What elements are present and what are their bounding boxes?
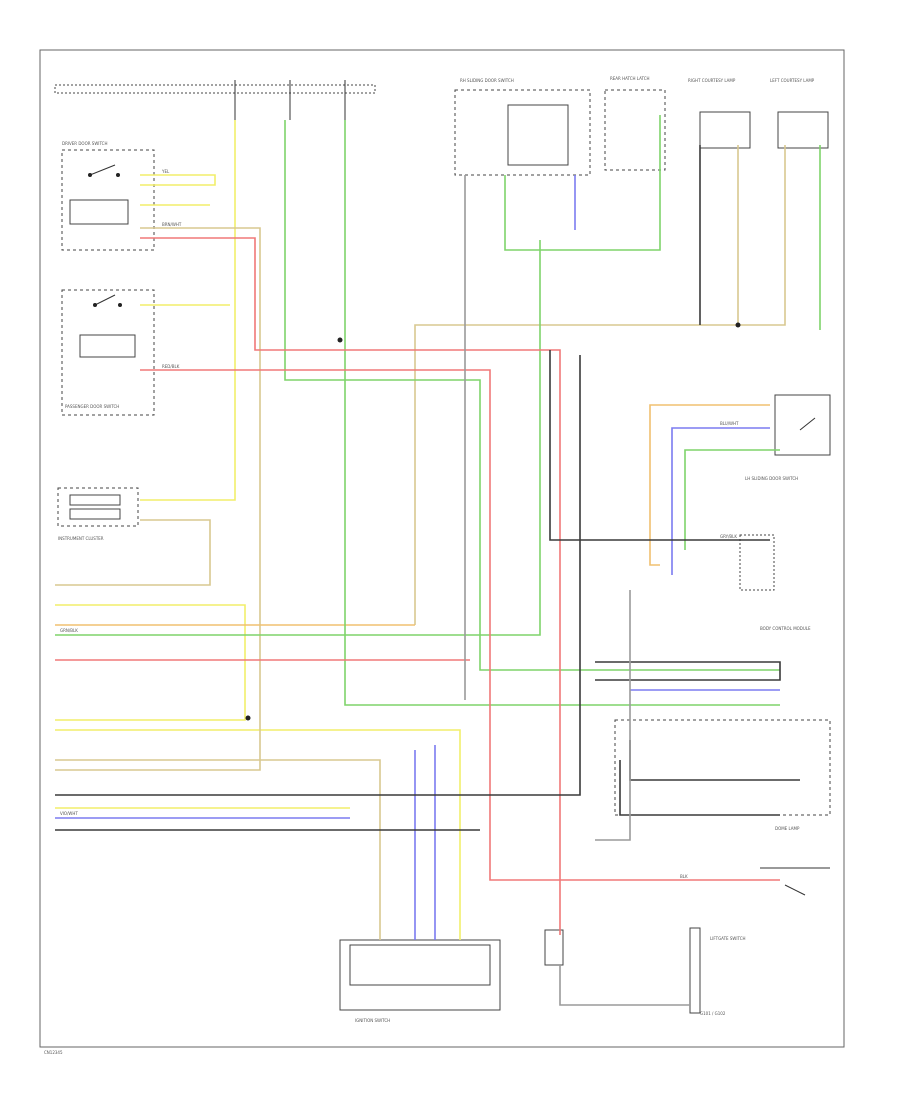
wire-tan-1 (55, 519, 211, 586)
label-dome-lamp: DOME LAMP (775, 826, 800, 831)
label-left-lamp: LEFT COURTESY LAMP (770, 78, 815, 83)
label-liftgate: LIFTGATE SWITCH (710, 936, 746, 941)
instrument-cluster-connector (57, 487, 139, 527)
wire-red-2 (140, 369, 780, 881)
label-rear-hatch: REAR HATCH LATCH (610, 76, 650, 81)
wire-yellow-3 (140, 120, 236, 501)
label-instrument-cluster: INSTRUMENT CLUSTER (58, 536, 104, 541)
wire-green-1 (284, 120, 780, 671)
wire-gray-2 (595, 590, 631, 841)
wire-dark-2 (595, 661, 781, 681)
wire-label-yel: YEL (161, 169, 170, 174)
splice-3 (735, 322, 741, 328)
wire-dark-5 (629, 740, 800, 781)
diagram-frame (39, 49, 845, 1048)
wire-green-3 (504, 115, 661, 251)
ground-connector (544, 927, 701, 1014)
wire-label-blk: BLK (680, 874, 688, 879)
wire-label-red-blk: RED/BLK (162, 364, 180, 369)
fuse-block-top (54, 80, 376, 120)
wire-green-2 (55, 240, 541, 636)
wire-gray-3 (559, 965, 690, 1006)
bottom-center-module (339, 939, 501, 1011)
label-driver-door-switch: DRIVER DOOR SWITCH (62, 141, 107, 146)
wire-label-grn-blk: GRN/BLK (60, 628, 78, 633)
splice-1 (337, 337, 343, 343)
footer-code: CN12345 (44, 1050, 63, 1055)
wire-label-gry-blk: GRY/BLK (720, 534, 737, 539)
label-right-lamp: RIGHT COURTESY LAMP (688, 78, 736, 83)
driver-door-switch (61, 149, 155, 251)
label-sliding-door-rh: RH SLIDING DOOR SWITCH (460, 78, 514, 83)
liftgate-switch (760, 867, 830, 896)
bcm-connector (739, 534, 775, 591)
wire-dark-6 (619, 760, 780, 816)
label-grounds: G101 / G102 (700, 1011, 726, 1016)
passenger-door-switch (61, 289, 155, 416)
wire-red-1 (140, 237, 561, 935)
wire-blue-4 (671, 427, 770, 575)
wire-dark-1 (549, 350, 770, 541)
wire-label-brn-wht: BRN/WHT (162, 222, 182, 227)
dome-lamp-module (614, 719, 831, 816)
label-ignition: IGNITION SWITCH (355, 1018, 390, 1023)
wire-dark-4 (55, 355, 581, 796)
wire-tan-3 (55, 759, 381, 940)
splice-2 (245, 715, 251, 721)
wire-green-4 (344, 120, 780, 706)
right-courtesy-lamp (699, 111, 751, 149)
wire-yellow-1 (140, 174, 216, 186)
label-sliding-door-lh: LH SLIDING DOOR SWITCH (745, 476, 798, 481)
wire-label-blu-wht: BLU/WHT (720, 421, 739, 426)
wire-yellow-6 (55, 729, 461, 940)
wire-tan-4 (414, 145, 786, 625)
wire-tan-2 (55, 227, 261, 771)
left-courtesy-lamp (777, 111, 829, 149)
label-passenger-door-switch: PASSENGER DOOR SWITCH (65, 404, 119, 409)
wire-yellow-5 (55, 604, 246, 721)
wire-green-5 (684, 449, 780, 550)
wire-orange-1 (649, 404, 770, 566)
wire-label-vio-wht: VIO/WHT (60, 811, 78, 816)
top-center-module (454, 89, 666, 176)
label-bcm: BODY CONTROL MODULE (760, 626, 811, 631)
rear-hatch-module (774, 394, 831, 456)
